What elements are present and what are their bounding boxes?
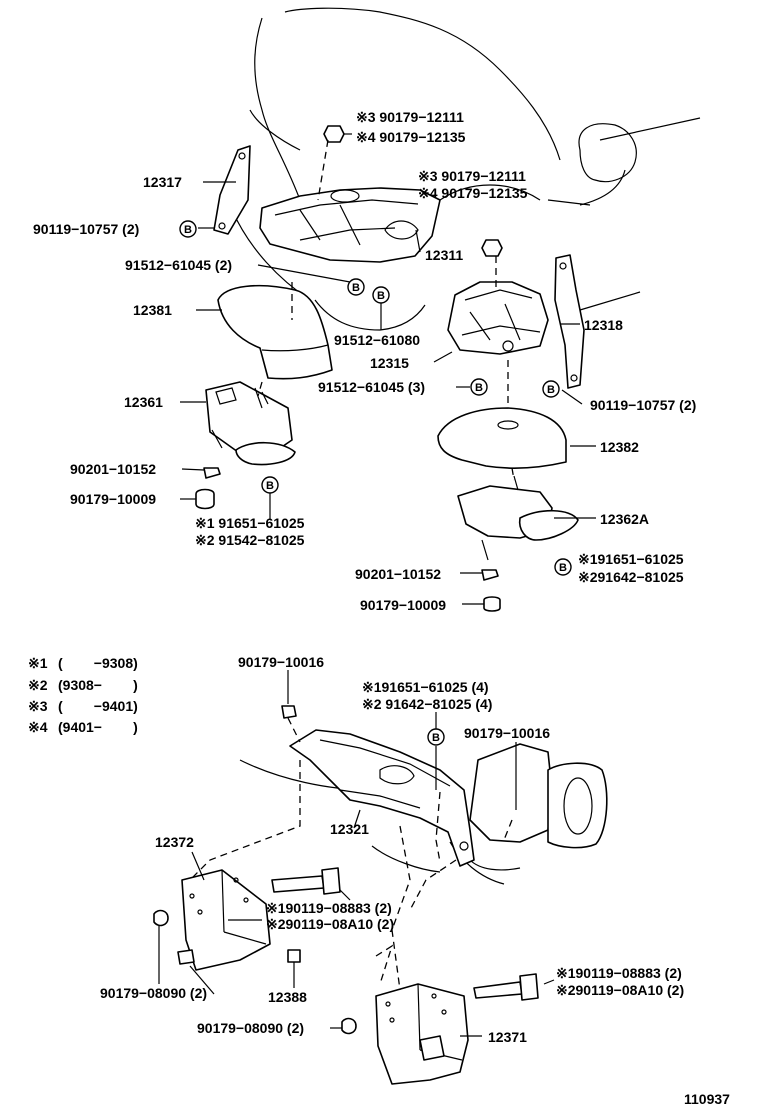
bolt-symbol-6: B — [261, 476, 279, 494]
label-90201-10152-left: 90201−10152 — [70, 461, 156, 477]
engine-stay-12318 — [554, 254, 585, 389]
legend-mark-3: ※3 — [28, 698, 48, 714]
label-90179-10009-right: 90179−10009 — [360, 597, 446, 613]
crossmember-12321 — [289, 729, 475, 867]
label-2-91542-81025-left: ※2 91542−81025 — [195, 532, 305, 548]
svg-text:B: B — [266, 480, 274, 492]
svg-text:B: B — [559, 562, 567, 574]
engine-stay-12317 — [213, 145, 251, 235]
label-90201-10152-right: 90201−10152 — [355, 566, 441, 582]
bolt-symbol-2: B — [347, 278, 365, 296]
svg-text:B: B — [547, 384, 555, 396]
label-12321: 12321 — [330, 821, 369, 837]
bracket-12372 — [177, 869, 271, 971]
label-2-91642-81025-4: ※2 91642−81025 (4) — [362, 696, 492, 712]
label-4-90179-12135-mid: ※4 90179−12135 — [418, 185, 528, 201]
bolt-symbol-3: B — [372, 286, 390, 304]
label-1-91651-61025-left: ※1 91651−61025 — [195, 515, 305, 531]
label-2-90119-08A10-mid: ※290119−08A10 (2) — [266, 916, 394, 932]
bolt-symbol-8: B — [427, 728, 445, 746]
engine-mount-12361 — [205, 381, 296, 466]
label-90179-10009-left: 90179−10009 — [70, 491, 156, 507]
legend-range-2: (9308− ) — [58, 677, 138, 693]
label-12388: 12388 — [268, 989, 307, 1005]
leader-lines — [158, 133, 596, 1037]
label-90119-10757-right: 90119−10757 (2) — [590, 397, 696, 413]
svg-text:B: B — [377, 290, 385, 302]
svg-text:B: B — [184, 224, 192, 236]
label-3-90179-12111-top: ※3 90179−12111 — [356, 109, 464, 125]
legend-range-3: ( −9401) — [58, 698, 138, 714]
label-12382: 12382 — [600, 439, 639, 455]
bolt-symbol-5: B — [542, 380, 560, 398]
label-12317: 12317 — [143, 174, 182, 190]
engine-bracket-12315 — [447, 281, 549, 355]
label-2-90119-08A10-right: ※290119−08A10 (2) — [556, 982, 684, 998]
label-1-91651-61025-4: ※191651−61025 (4) — [362, 679, 489, 695]
label-2-91642-81025-right: ※291642−81025 — [578, 569, 684, 585]
label-91512-61045-2: 91512−61045 (2) — [125, 257, 232, 273]
label-90119-10757-left: 90119−10757 (2) — [33, 221, 139, 237]
label-12371: 12371 — [488, 1029, 527, 1045]
svg-text:B: B — [432, 732, 440, 744]
bracket-12371 — [375, 983, 469, 1085]
label-3-90179-12111-mid: ※3 90179−12111 — [418, 168, 526, 184]
label-1-90119-08883-right: ※190119−08883 (2) — [556, 965, 682, 981]
legend-range-4: (9401− ) — [58, 719, 138, 735]
alignment-lines — [189, 139, 515, 991]
insulator-12382 — [437, 407, 567, 469]
label-4-90179-12135-top: ※4 90179−12135 — [356, 129, 466, 145]
label-1-91651-61025-right: ※191651−61025 — [578, 551, 684, 567]
label-90179-08090-mid: 90179−08090 (2) — [197, 1020, 304, 1036]
bolt-symbol-4: B — [470, 378, 488, 396]
label-90179-10016-left: 90179−10016 — [238, 654, 324, 670]
part-labels: 12317 90119−10757 (2) ※3 90179−12111 ※4 … — [33, 109, 696, 1045]
legend-mark-1: ※1 — [28, 655, 48, 671]
transmission-outline — [239, 743, 608, 885]
label-90179-08090-left: 90179−08090 (2) — [100, 985, 207, 1001]
bolts — [271, 867, 539, 1001]
drawing-number: 110937 — [684, 1091, 730, 1107]
legend-range-1: ( −9308) — [58, 655, 138, 671]
engine-bracket-12311 — [259, 187, 441, 263]
label-12381: 12381 — [133, 302, 172, 318]
label-12311: 12311 — [425, 247, 463, 263]
label-1-90119-08883-mid: ※190119−08883 (2) — [266, 900, 392, 916]
insulator-12381 — [217, 284, 333, 380]
label-90179-10016-right: 90179−10016 — [464, 725, 550, 741]
label-91512-61080: 91512−61080 — [334, 332, 420, 348]
bolt-symbols: B B B B B B B B — [179, 220, 572, 746]
label-12315: 12315 — [370, 355, 409, 371]
legend: ※1 ( −9308) ※2 (9308− ) ※3 ( −9401) ※4 (… — [28, 655, 138, 735]
label-12361: 12361 — [124, 394, 163, 410]
bolt-symbol-7: B — [554, 558, 572, 576]
label-91512-61045-3: 91512−61045 (3) — [318, 379, 425, 395]
legend-mark-2: ※2 — [28, 677, 48, 693]
svg-text:B: B — [475, 382, 483, 394]
label-12372: 12372 — [155, 834, 194, 850]
bolt-symbol-1: B — [179, 220, 197, 238]
label-12318: 12318 — [584, 317, 623, 333]
svg-text:B: B — [352, 282, 360, 294]
legend-mark-4: ※4 — [28, 719, 48, 735]
label-12362A: 12362A — [600, 511, 649, 527]
